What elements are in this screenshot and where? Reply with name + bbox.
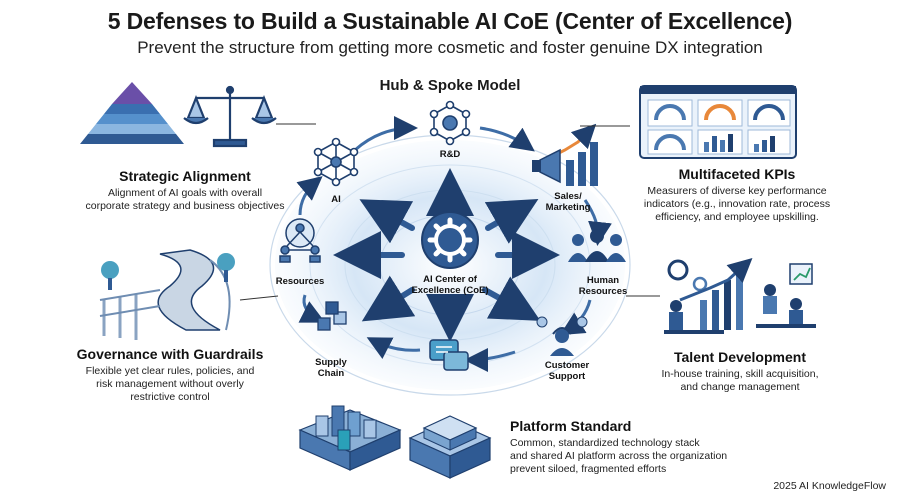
coe-gear-icon — [421, 211, 479, 269]
platform-title: Platform Standard — [510, 418, 632, 434]
spoke-support-label: Customer Support — [532, 360, 602, 382]
spoke-rnd-label: R&D — [439, 149, 461, 160]
governance-desc-line3: restrictive control — [130, 391, 210, 403]
talent-desc: In-house training, skill acquisition, an… — [640, 368, 840, 394]
spoke-sales-label: Sales/ Marketing — [528, 191, 608, 213]
kpis-desc-line2: indicators (e.g., innovation rate, proce… — [643, 198, 831, 210]
strategic-title: Strategic Alignment — [119, 168, 251, 184]
governance-desc: Flexible yet clear rules, policies, and … — [60, 365, 280, 404]
platform-desc-line1: Common, standardized technology stack — [510, 437, 700, 449]
page-title: 5 Defenses to Build a Sustainable AI CoE… — [107, 8, 793, 34]
talent-title: Talent Development — [674, 349, 806, 365]
spoke-hr-line2: Resources — [578, 286, 628, 297]
defense-platform-standard: Platform Standard Common, standardized t… — [510, 418, 770, 476]
megaphone-chart-icon — [532, 123, 598, 186]
spoke-supply-line1: Supply — [315, 357, 347, 368]
credit-text: 2025 AI KnowledgeFlow — [773, 480, 886, 492]
human-resources-icon — [568, 229, 626, 262]
strategic-desc: Alignment of AI goals with overall corpo… — [70, 187, 300, 213]
governance-desc-line1: Flexible yet clear rules, policies, and — [85, 365, 255, 377]
hub-model-title: Hub & Spoke Model — [379, 77, 521, 94]
spoke-support-line1: Customer — [544, 360, 590, 371]
page-subtitle: Prevent the structure from getting more … — [137, 38, 763, 57]
strategic-desc-line1: Alignment of AI goals with overall — [107, 187, 263, 199]
spoke-supply-label: Supply Chain — [300, 357, 362, 379]
defense-multifaceted-kpis: Multifaceted KPIs Measurers of diverse k… — [632, 166, 842, 224]
kpis-desc: Measurers of diverse key performance ind… — [632, 185, 842, 224]
coe-center-line1: AI Center of — [423, 274, 477, 285]
talent-desc-line1: In-house training, skill acquisition, — [661, 368, 819, 380]
governance-desc-line2: risk management without overly — [96, 378, 244, 390]
platform-desc: Common, standardized technology stack an… — [510, 437, 770, 476]
coe-center-line2: Excellence (CoE) — [411, 285, 489, 296]
connector-governance — [239, 295, 279, 301]
platform-desc-line2: and shared AI platform across the organi… — [510, 450, 728, 462]
governance-title: Governance with Guardrails — [76, 346, 264, 362]
coe-center-label: AI Center of Excellence (CoE) — [395, 274, 505, 296]
chat-bubbles-icon — [429, 339, 469, 371]
pyramid-icon — [80, 82, 184, 144]
resources-people-icon — [279, 218, 321, 263]
spoke-support-line2: Support — [548, 371, 586, 382]
supply-chain-icon — [317, 301, 347, 331]
kpi-dashboard-icon — [639, 85, 797, 159]
spoke-hr-label: Human Resources — [565, 275, 641, 297]
kpis-title: Multifaceted KPIs — [678, 166, 796, 182]
strategic-desc-line2: corporate strategy and business objectiv… — [85, 200, 285, 212]
balance-scale-icon — [183, 85, 277, 148]
spoke-sales-line1: Sales/ — [554, 191, 582, 202]
spoke-ai-label: AI — [331, 194, 341, 205]
defense-talent-development: Talent Development In-house training, sk… — [640, 349, 840, 394]
winding-road-icon — [99, 249, 235, 340]
platform-blocks-icon — [298, 405, 492, 479]
ai-network-icon — [313, 137, 359, 187]
spoke-supply-line2: Chain — [317, 368, 345, 379]
spoke-resources-label: Resources — [275, 276, 325, 287]
spoke-sales-line2: Marketing — [545, 202, 591, 213]
talent-growth-icon — [664, 257, 816, 334]
kpis-desc-line1: Measurers of diverse key performance — [647, 185, 827, 197]
defense-governance: Governance with Guardrails Flexible yet … — [60, 346, 280, 404]
defense-strategic-alignment: Strategic Alignment Alignment of AI goal… — [70, 168, 300, 213]
rnd-network-icon — [429, 100, 471, 146]
spoke-arrows — [333, 168, 560, 342]
spoke-hr-line1: Human — [586, 275, 620, 286]
customer-support-icon — [536, 316, 588, 356]
platform-desc-line3: prevent siloed, fragmented efforts — [510, 463, 667, 475]
talent-desc-line2: and change management — [680, 381, 800, 393]
kpis-desc-line3: efficiency, and employee upskilling. — [655, 211, 819, 223]
